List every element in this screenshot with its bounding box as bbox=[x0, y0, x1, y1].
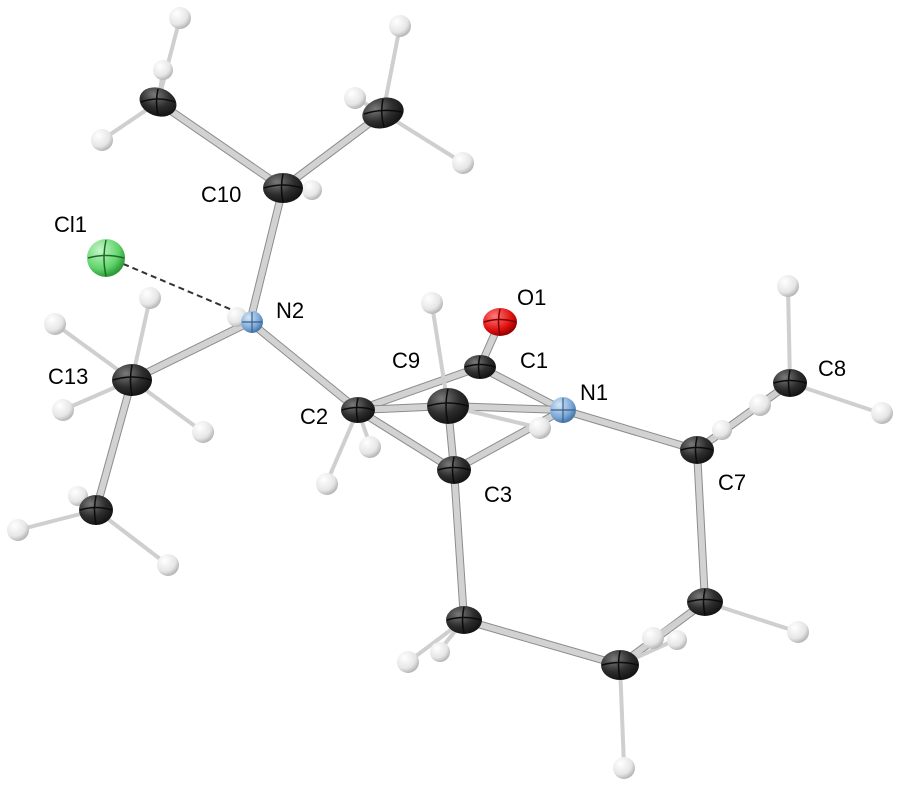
label-c10: C10 bbox=[201, 182, 241, 207]
bond-ring-bottom-left bbox=[460, 616, 624, 669]
bond-c7-ring bbox=[693, 446, 709, 606]
label-c7: C7 bbox=[718, 470, 746, 495]
carbon-methyl-left bbox=[139, 87, 177, 117]
hydrogen-atom bbox=[613, 757, 635, 779]
bond-c10-n2 bbox=[246, 184, 287, 326]
carbon-ring-right bbox=[687, 588, 723, 616]
atom-c7 bbox=[680, 436, 714, 464]
hydrogen-atom bbox=[91, 129, 113, 151]
atom-c9 bbox=[427, 388, 469, 424]
hydrogen-atom bbox=[397, 651, 419, 673]
hydrogen-atom bbox=[430, 642, 450, 662]
hydrogen-atom bbox=[389, 15, 411, 37]
hydrogen-atom bbox=[169, 7, 191, 29]
bond-c2-c3 bbox=[354, 406, 458, 474]
label-o1: O1 bbox=[517, 285, 546, 310]
atom-o1 bbox=[483, 308, 517, 336]
bond-n1-c7 bbox=[559, 406, 701, 454]
hydrogen-atom bbox=[777, 275, 799, 297]
hydrogen-atom bbox=[452, 152, 474, 174]
carbon-methyl-right bbox=[362, 97, 404, 129]
hydrogen-atom bbox=[192, 421, 214, 443]
hydrogen-atom bbox=[157, 554, 179, 576]
bond-c3-ring bbox=[450, 466, 468, 624]
hydrogen-atom bbox=[153, 60, 173, 80]
atom-cl1 bbox=[87, 239, 125, 277]
hydrogen-atom bbox=[529, 417, 551, 439]
bond-c2-c1 bbox=[354, 363, 484, 414]
bond-c13-methyl bbox=[92, 376, 136, 514]
label-n1: N1 bbox=[580, 380, 608, 405]
bond-n2-c2 bbox=[246, 318, 362, 414]
hydrogen-atom bbox=[667, 630, 687, 650]
label-c8: C8 bbox=[818, 356, 846, 381]
bond-c10-methyl-right bbox=[279, 109, 387, 192]
atom-c3 bbox=[437, 456, 471, 484]
label-c1: C1 bbox=[520, 348, 548, 373]
label-n2: N2 bbox=[276, 298, 304, 323]
bond-n2-c13 bbox=[128, 318, 254, 384]
hydrogen-atom bbox=[871, 402, 893, 424]
atom-c8 bbox=[773, 369, 807, 397]
hydrogen-atom bbox=[749, 394, 771, 416]
atom-c1 bbox=[464, 355, 496, 379]
bond-c10-methyl-left bbox=[154, 98, 287, 192]
bond-c1-n1 bbox=[476, 363, 567, 414]
hydrogen-atoms bbox=[7, 7, 893, 779]
hydrogen-atom bbox=[642, 627, 664, 649]
hydrogen-atom bbox=[359, 436, 381, 458]
hydrogen-atom bbox=[344, 87, 366, 109]
hydrogen-atom bbox=[712, 420, 732, 440]
heavy-atoms bbox=[79, 87, 807, 680]
atom-c13 bbox=[112, 364, 152, 397]
carbon-ring-left bbox=[446, 606, 482, 634]
hydrogen-atom bbox=[787, 621, 809, 643]
hydrogen-atom bbox=[421, 292, 443, 314]
carbon-methyl-c13 bbox=[79, 495, 113, 525]
label-c9: C9 bbox=[392, 348, 420, 373]
hydrogen-atom bbox=[139, 287, 161, 309]
hydrogen-atom bbox=[52, 399, 74, 421]
hydrogen-atom bbox=[302, 180, 322, 200]
hydrogen-bond-dashed bbox=[113, 259, 238, 313]
atom-n2 bbox=[241, 311, 263, 333]
hydrogen-atom bbox=[316, 473, 338, 495]
hydrogen-atom bbox=[44, 313, 66, 335]
label-c3: C3 bbox=[484, 482, 512, 507]
atom-n1 bbox=[550, 397, 576, 423]
hydrogen-atom bbox=[7, 519, 29, 541]
atom-labels: Cl1 N2 C10 C13 C2 C9 O1 C1 N1 C3 C7 C8 bbox=[48, 182, 846, 507]
label-cl1: Cl1 bbox=[54, 212, 87, 237]
atom-c2 bbox=[341, 397, 375, 423]
label-c2: C2 bbox=[300, 404, 328, 429]
carbon-ring-bottom bbox=[601, 650, 639, 680]
atom-c10 bbox=[263, 173, 303, 203]
label-c13: C13 bbox=[48, 364, 88, 389]
